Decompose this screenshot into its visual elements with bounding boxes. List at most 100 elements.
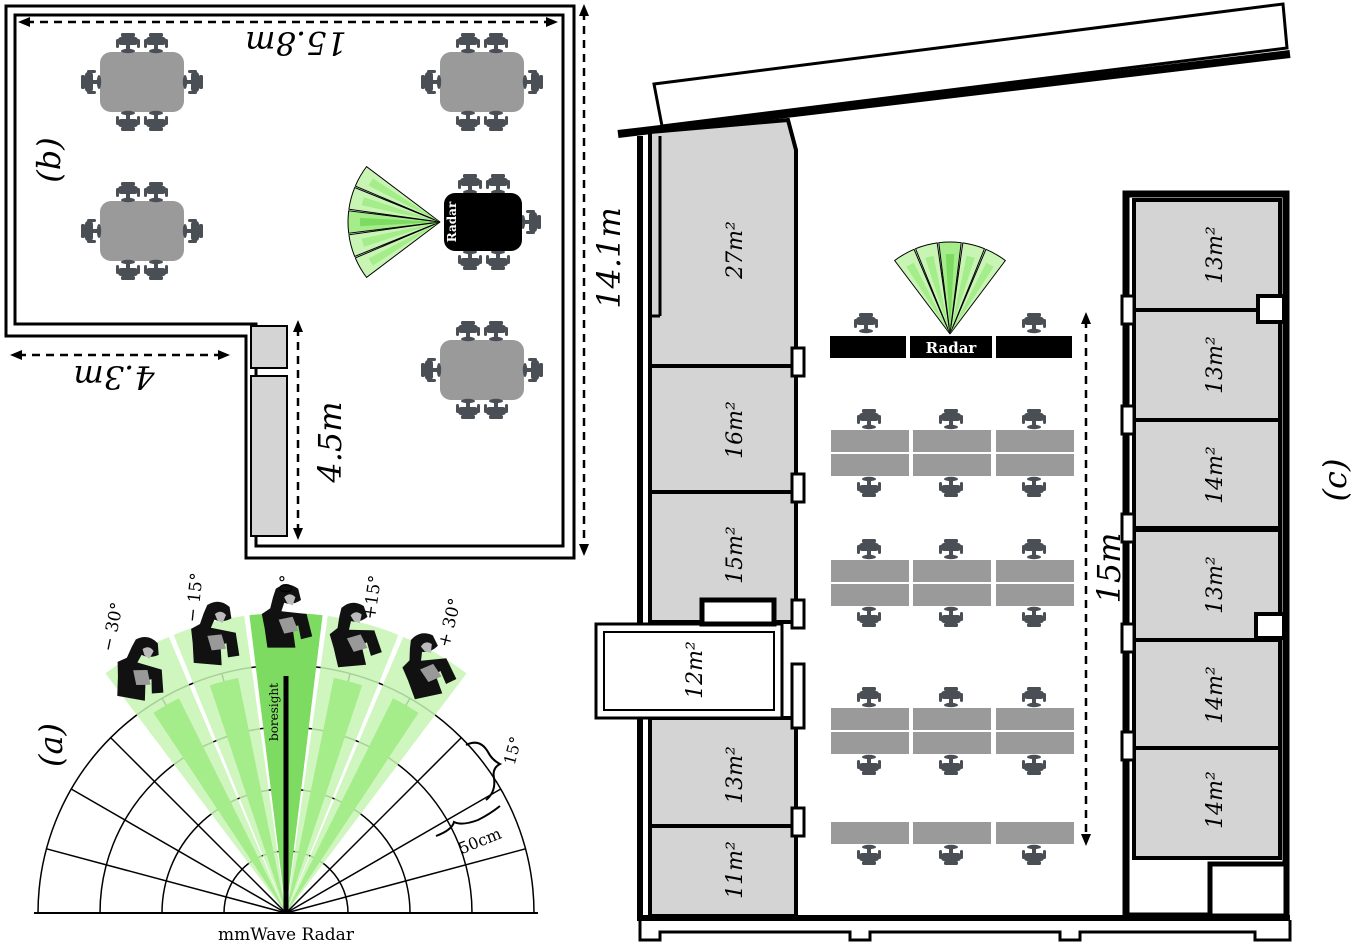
panel-c-dim-vertical: 15m [1081, 312, 1128, 846]
beam-angle-label: 0° [277, 574, 297, 593]
panel-b-label: (b) [30, 137, 68, 182]
panel-c-radar-desk-center [910, 336, 992, 358]
chair-icon [854, 313, 878, 334]
radar-label: mmWave Radar [218, 925, 355, 945]
panel-c-room-area-left: 16m² [723, 401, 748, 459]
angle-step-label: 15° [500, 734, 526, 766]
panel-c-room-area-left: 12m² [683, 641, 708, 699]
panel-b-floorplan: Radar 15.8m 4.3m 4.5m 14.1m (b) [4, 4, 628, 560]
chair-icon [857, 476, 881, 497]
panel-b-dim-right-label: 14.1m [590, 207, 628, 309]
chair-icon [144, 259, 168, 280]
panel-c-room-area-right: 13m² [1203, 556, 1228, 614]
panel-c-beam-core [950, 255, 975, 334]
panel-c-radar-desk-left [830, 336, 906, 358]
panel-b-beam-sector [354, 165, 441, 223]
chair-icon [458, 249, 482, 270]
chair-icon [456, 398, 480, 419]
panel-c-label: (c) [1316, 459, 1354, 502]
panel-b-cabinet [250, 325, 288, 369]
chair-icon [484, 33, 508, 54]
panel-c-dim-label: 15m [1090, 532, 1128, 603]
beam-core [153, 698, 286, 913]
panel-c-desk [831, 454, 909, 476]
panel-c-room-area-right: 13m² [1203, 336, 1228, 394]
panel-c-desk [831, 708, 909, 730]
panel-c-desk [913, 454, 991, 476]
panel-c-desk [996, 454, 1074, 476]
chair-icon [1022, 409, 1046, 430]
chair-icon [144, 182, 168, 203]
chair-icon [1022, 539, 1046, 560]
panel-c-radar-desk-right [996, 336, 1072, 358]
panel-c-top-structure [652, 2, 1289, 128]
chair-icon [421, 358, 442, 382]
panel-c-room-area-left: 27m² [723, 221, 748, 280]
chair-icon [939, 606, 963, 627]
panel-c-room-area-right: 14m² [1203, 771, 1228, 829]
panel-c-right-block-outline [1122, 190, 1290, 920]
panel-c-desk [996, 560, 1074, 582]
chair-icon [857, 606, 881, 627]
angle-spoke [70, 788, 287, 914]
chair-icon [1022, 606, 1046, 627]
panel-c-desk [996, 732, 1074, 754]
panel-a-label: (a) [32, 723, 70, 767]
chair-icon [939, 754, 963, 775]
beam-core [286, 698, 419, 913]
panel-c-room-right [1132, 308, 1282, 422]
panel-b-beam-sector [354, 221, 441, 279]
chair-icon [1022, 844, 1046, 865]
panel-b-beam-core [368, 222, 440, 266]
panel-c-beam-sector [914, 242, 951, 335]
panel-c-beam-core [925, 255, 950, 334]
beam-angle-label: + 30° [434, 596, 465, 649]
angle-brace [465, 741, 503, 801]
panel-b-dim-inner-label: 4.5m [311, 401, 349, 483]
chair-icon [1022, 313, 1046, 334]
panel-c-beam-sector [949, 248, 1007, 335]
panel-c-room-left-12-inner [603, 631, 775, 711]
chair-icon [456, 321, 480, 342]
panel-b-dim-left-label: 4.3m [73, 358, 155, 396]
beam-sector [286, 615, 399, 913]
chair-icon [939, 687, 963, 708]
panel-c-room-area-left: 11m² [723, 841, 748, 899]
chair-icon [520, 210, 541, 234]
panel-c-desk [996, 584, 1074, 606]
chair-icon [116, 182, 140, 203]
panel-c-desk [913, 560, 991, 582]
panel-b-dim-top: 15.8m [18, 17, 558, 62]
chair-icon [857, 409, 881, 430]
panel-b-table-group [421, 33, 543, 131]
panel-b-outer-wall [4, 4, 576, 560]
chair-icon [116, 110, 140, 131]
range-brace [435, 805, 501, 837]
panel-c-door [699, 597, 777, 627]
chair-icon [456, 33, 480, 54]
range-step-label: 50cm [456, 824, 504, 858]
panel-b-table-group [81, 182, 203, 280]
panel-c-closet [1254, 612, 1286, 640]
panel-c-room-right [1132, 638, 1282, 750]
chair-icon [421, 70, 442, 94]
panel-b-dim-right: 14.1m [579, 4, 628, 556]
angle-spoke [46, 848, 287, 914]
panel-c-desk [913, 584, 991, 606]
panel-c-floorplan: 27m²16m²15m²12m²13m²11m²13m²13m²14m²13m²… [594, 2, 1354, 942]
panel-c-desk [996, 430, 1074, 452]
panel-c-beam-core [950, 262, 994, 334]
chair-icon [116, 259, 140, 280]
panel-b-dim-top-label: 15.8m [245, 24, 347, 62]
panel-c-wall-stubs [790, 294, 1136, 838]
panel-b-table-group [81, 33, 203, 131]
panel-c-desk [996, 822, 1074, 844]
beam-core [209, 677, 286, 913]
beam-sector [173, 615, 286, 913]
panel-c-desk [831, 584, 909, 606]
angle-spoke [285, 788, 502, 914]
beam-angle-label: − 30° [98, 601, 128, 654]
panel-c-room-left-27 [648, 117, 798, 368]
panel-c-desk [831, 560, 909, 582]
